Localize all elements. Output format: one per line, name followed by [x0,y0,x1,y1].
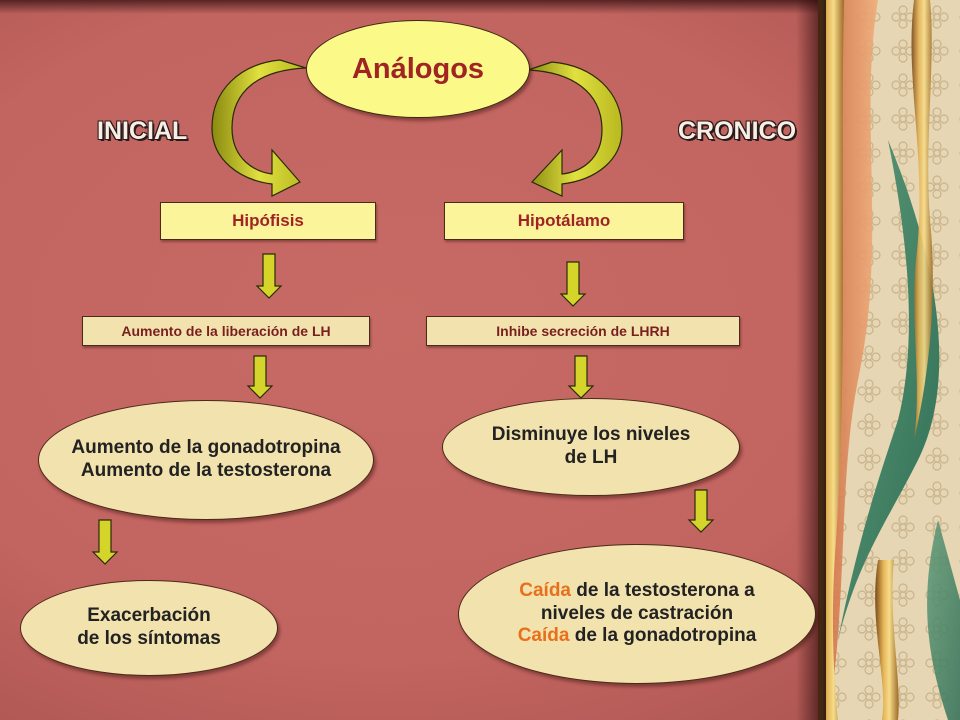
side-panel-teal-ribbon [838,140,940,640]
effect-label-liberacion-lh: Aumento de la liberación de LH [121,323,331,339]
down-arrow-hipofisis [255,253,283,299]
organ-box-hipofisis: Hipófisis [160,202,376,240]
result-node-niveles-lh: Disminuye los niveles de LH [442,398,740,496]
outcome-text-gonadotropina: de la gonadotropina [569,625,757,647]
result-line-2: de LH [564,447,618,468]
outcome-node-castracion: Caída de la testosterona a niveles de ca… [458,544,816,684]
effect-label-secrecion-lhrh: Inhibe secreción de LHRH [496,323,670,339]
outcome-node-exacerbacion: Exacerbación de los síntomas [20,580,278,676]
effect-box-liberacion-lh: Aumento de la liberación de LH [82,316,370,346]
down-arrow-niveles-lh [687,489,715,533]
result-line-1: Aumento de la gonadotropina [71,437,341,459]
outcome-line-1: Exacerbación [87,605,211,627]
curved-arrow-initial [211,59,307,197]
phase-label-initial: INICIAL [97,117,188,145]
result-line-2: Aumento de la testosterona [80,460,332,481]
down-arrow-gonadotropina [91,519,119,565]
side-panel-teal-ribbon-lower [927,520,960,720]
outcome-line-2: niveles de castración [540,602,734,624]
down-arrow-hipotalamo [559,261,587,307]
result-node-gonadotropina: Aumento de la gonadotropina Aumento de l… [38,400,374,520]
side-panel-gold-ribbon-right [911,0,933,440]
center-node-analogos: Análogos [306,20,530,118]
top-shadow [0,0,820,14]
outcome-line-1: Caída de la testosterona a [519,580,754,603]
outcome-line-2: de los síntomas [77,628,221,649]
outcome-highlight-caida-1: Caída [519,579,571,601]
organ-label-hipofisis: Hipófisis [232,211,304,230]
effect-box-secrecion-lhrh: Inhibe secreción de LHRH [426,316,740,346]
phase-label-chronic: CRONICO [678,117,797,145]
down-arrow-secrecion [567,355,595,399]
center-node-label: Análogos [351,52,485,85]
side-panel-gold-ribbon-bottom [875,560,899,720]
outcome-text-testosterona: de la testosterona a [571,579,755,601]
down-arrow-liberacion [246,355,274,399]
outcome-line-3: Caída de la gonadotropina [518,625,757,648]
curved-arrow-chronic [527,61,623,197]
organ-box-hipotalamo: Hipotálamo [444,202,684,240]
result-line-1: Disminuye los niveles [491,424,691,446]
outcome-highlight-caida-2: Caída [517,625,570,647]
organ-label-hipotalamo: Hipotálamo [517,211,611,230]
